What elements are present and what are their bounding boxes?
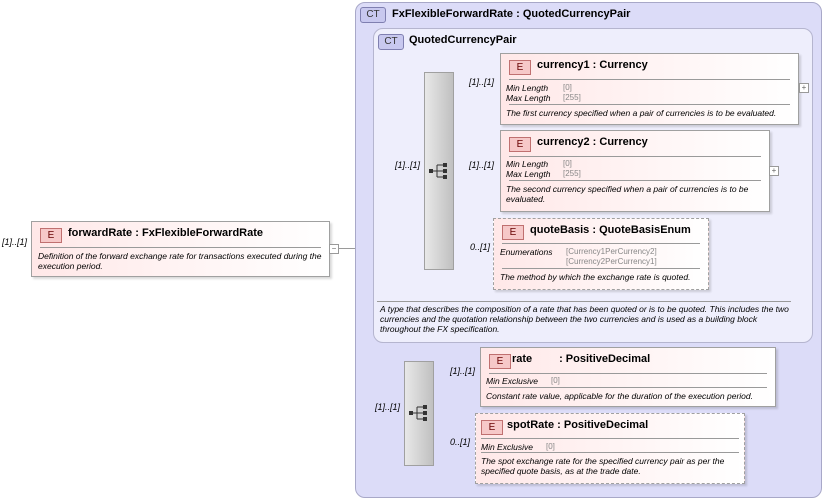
type-separator: : bbox=[559, 353, 566, 365]
ct-badge-outer: CT bbox=[360, 7, 386, 23]
prop-key: Min Length bbox=[506, 159, 549, 169]
element-description: The second currency specified when a pai… bbox=[506, 184, 749, 204]
prop-key: Max Length bbox=[506, 169, 551, 179]
element-quotebasis[interactable]: E quoteBasis : QuoteBasisEnum Enumeratio… bbox=[493, 218, 709, 290]
element-type: PositiveDecimal bbox=[565, 353, 651, 365]
ct-description-divider bbox=[377, 301, 791, 302]
divider bbox=[489, 373, 767, 374]
element-description: The spot exchange rate for the specified… bbox=[481, 456, 725, 476]
prop-value: [255] bbox=[563, 93, 581, 102]
divider bbox=[509, 180, 761, 181]
element-description: The first currency specified when a pair… bbox=[506, 108, 777, 118]
ct-title-outer: FxFlexibleForwardRate : QuotedCurrencyPa… bbox=[392, 8, 630, 20]
root-cardinality: [1]..[1] bbox=[2, 237, 28, 247]
divider bbox=[509, 104, 790, 105]
prop-value: [Currency2PerCurrency1] bbox=[566, 257, 657, 266]
element-badge: E bbox=[489, 354, 511, 369]
type-separator: : bbox=[592, 136, 600, 148]
ct-description: A type that describes the composition of… bbox=[380, 304, 789, 334]
sequence-icon bbox=[409, 405, 427, 421]
element-name: spotRate bbox=[507, 419, 555, 431]
element-type: Currency bbox=[599, 136, 648, 148]
element-title: quoteBasis : QuoteBasisEnum bbox=[530, 224, 691, 236]
outer-sequence-cardinality: [1]..[1] bbox=[375, 402, 401, 412]
prop-value: [0] bbox=[563, 83, 572, 92]
divider bbox=[509, 156, 761, 157]
element-badge: E bbox=[509, 60, 531, 75]
element-title: rate : PositiveDecimal bbox=[512, 353, 650, 365]
element-badge: E bbox=[502, 225, 524, 240]
element-title: currency1 : Currency bbox=[537, 59, 648, 71]
prop-key: Min Exclusive bbox=[486, 376, 538, 386]
element-title: spotRate : PositiveDecimal bbox=[507, 419, 648, 431]
divider bbox=[40, 247, 321, 248]
ct-title-inner: QuotedCurrencyPair bbox=[409, 34, 517, 46]
sequence-icon bbox=[429, 163, 447, 179]
sequence-compositor-inner[interactable] bbox=[424, 72, 454, 270]
ct-name: FxFlexibleForwardRate bbox=[392, 8, 514, 20]
expand-icon[interactable]: + bbox=[799, 83, 809, 93]
type-separator: : bbox=[557, 419, 564, 431]
ct-badge-inner: CT bbox=[378, 34, 404, 50]
element-name: quoteBasis bbox=[530, 224, 590, 236]
prop-value: [0] bbox=[563, 159, 572, 168]
currency2-cardinality: [1]..[1] bbox=[469, 160, 495, 170]
element-currency2[interactable]: E currency2 : Currency Min Length [0] Ma… bbox=[500, 130, 770, 212]
divider bbox=[481, 438, 739, 439]
element-title: forwardRate : FxFlexibleForwardRate bbox=[68, 227, 263, 239]
divider bbox=[502, 243, 700, 244]
element-name: rate bbox=[512, 353, 533, 365]
element-spotrate[interactable]: E spotRate : PositiveDecimal Min Exclusi… bbox=[475, 413, 745, 484]
collapse-toggle-icon[interactable]: − bbox=[329, 244, 339, 254]
element-badge: E bbox=[40, 228, 62, 243]
sequence-compositor-outer[interactable] bbox=[404, 361, 434, 466]
divider bbox=[502, 268, 700, 269]
type-separator: : bbox=[516, 8, 523, 20]
type-separator: : bbox=[135, 227, 142, 239]
element-type: Currency bbox=[599, 59, 648, 71]
element-description: Definition of the forward exchange rate … bbox=[38, 251, 322, 271]
element-title: currency2 : Currency bbox=[537, 136, 648, 148]
prop-value: [0] bbox=[551, 376, 560, 385]
connector-root-to-ct bbox=[328, 248, 374, 249]
element-badge: E bbox=[481, 420, 503, 435]
element-currency1[interactable]: E currency1 : Currency Min Length [0] Ma… bbox=[500, 53, 799, 125]
root-element-forwardrate[interactable]: E forwardRate : FxFlexibleForwardRate De… bbox=[31, 221, 330, 277]
quotebasis-cardinality: 0..[1] bbox=[470, 242, 491, 252]
spotrate-cardinality: 0..[1] bbox=[450, 437, 471, 447]
prop-key: Max Length bbox=[506, 93, 551, 103]
prop-key: Min Exclusive bbox=[481, 442, 533, 452]
ct-type: QuotedCurrencyPair bbox=[522, 8, 631, 20]
element-type: QuoteBasisEnum bbox=[599, 224, 691, 236]
prop-value: [255] bbox=[563, 169, 581, 178]
element-description: The method by which the exchange rate is… bbox=[500, 272, 691, 282]
prop-key: Enumerations bbox=[500, 247, 553, 257]
type-separator: : bbox=[592, 59, 600, 71]
element-type: PositiveDecimal bbox=[563, 419, 649, 431]
element-rate[interactable]: E rate : PositiveDecimal Min Exclusive [… bbox=[480, 347, 776, 407]
type-separator: : bbox=[592, 224, 600, 236]
element-name: currency2 bbox=[537, 136, 590, 148]
divider bbox=[481, 452, 739, 453]
inner-sequence-cardinality: [1]..[1] bbox=[395, 160, 421, 170]
prop-key: Min Length bbox=[506, 83, 549, 93]
element-name: forwardRate bbox=[68, 227, 133, 239]
expand-icon[interactable]: + bbox=[769, 166, 779, 176]
prop-value: [0] bbox=[546, 442, 555, 451]
divider bbox=[489, 387, 767, 388]
element-badge: E bbox=[509, 137, 531, 152]
element-type: FxFlexibleForwardRate bbox=[141, 227, 264, 239]
element-description: Constant rate value, applicable for the … bbox=[486, 391, 753, 401]
rate-cardinality: [1]..[1] bbox=[450, 366, 476, 376]
element-name: currency1 bbox=[537, 59, 590, 71]
prop-value: [Currency1PerCurrency2] bbox=[566, 247, 657, 256]
currency1-cardinality: [1]..[1] bbox=[469, 77, 495, 87]
divider bbox=[509, 79, 790, 80]
